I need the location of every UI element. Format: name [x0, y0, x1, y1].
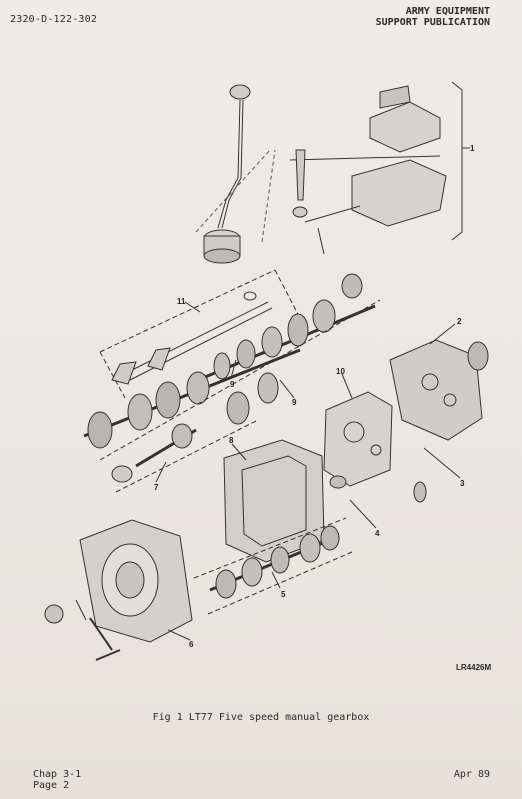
callout-3: 3: [460, 479, 465, 488]
page-label: Page 2: [33, 780, 70, 791]
gear-lever-assembly: [203, 84, 251, 264]
publisher-line-2: SUPPORT PUBLICATION: [375, 17, 490, 28]
document-number: 2320-D-122-302: [10, 14, 98, 25]
callout-8: 8: [229, 436, 234, 445]
callout-6: 6: [189, 640, 194, 649]
callout-9b: 9: [292, 398, 297, 407]
callout-7: 7: [154, 483, 159, 492]
publisher-line-1: ARMY EQUIPMENT: [405, 6, 490, 17]
mainshaft-assembly: [197, 273, 376, 382]
callout-4: 4: [375, 529, 380, 538]
bellhousing: [79, 519, 193, 643]
chapter-page-footer: Chap 3-1 Page 2: [33, 769, 81, 791]
layshaft-assembly: [83, 348, 301, 449]
frame-11: [99, 269, 301, 399]
centre-plate: [323, 391, 393, 487]
figure-caption: Fig 1 LT77 Five speed manual gearbox: [152, 712, 370, 723]
input-shaft-assembly: [111, 423, 197, 483]
issue-date: Apr 89: [453, 769, 490, 780]
selector-shafts: [111, 291, 273, 385]
bracket-1: [451, 81, 463, 241]
callout-1: 1: [470, 144, 475, 153]
callout-9a: 9: [230, 380, 235, 389]
callout-11: 11: [177, 297, 186, 306]
top-cover-assembly: [289, 85, 447, 255]
callout-10: 10: [336, 367, 345, 376]
clutch-release-parts: [44, 599, 121, 661]
chapter-label: Chap 3-1: [33, 769, 82, 780]
publisher-heading: ARMY EQUIPMENT SUPPORT PUBLICATION: [376, 6, 490, 28]
lower-layshaft: [209, 525, 340, 599]
callout-5: 5: [281, 590, 286, 599]
callout-2: 2: [457, 317, 462, 326]
rear-extension-housing: [389, 339, 489, 441]
figure-code: LR4426M: [456, 663, 492, 672]
